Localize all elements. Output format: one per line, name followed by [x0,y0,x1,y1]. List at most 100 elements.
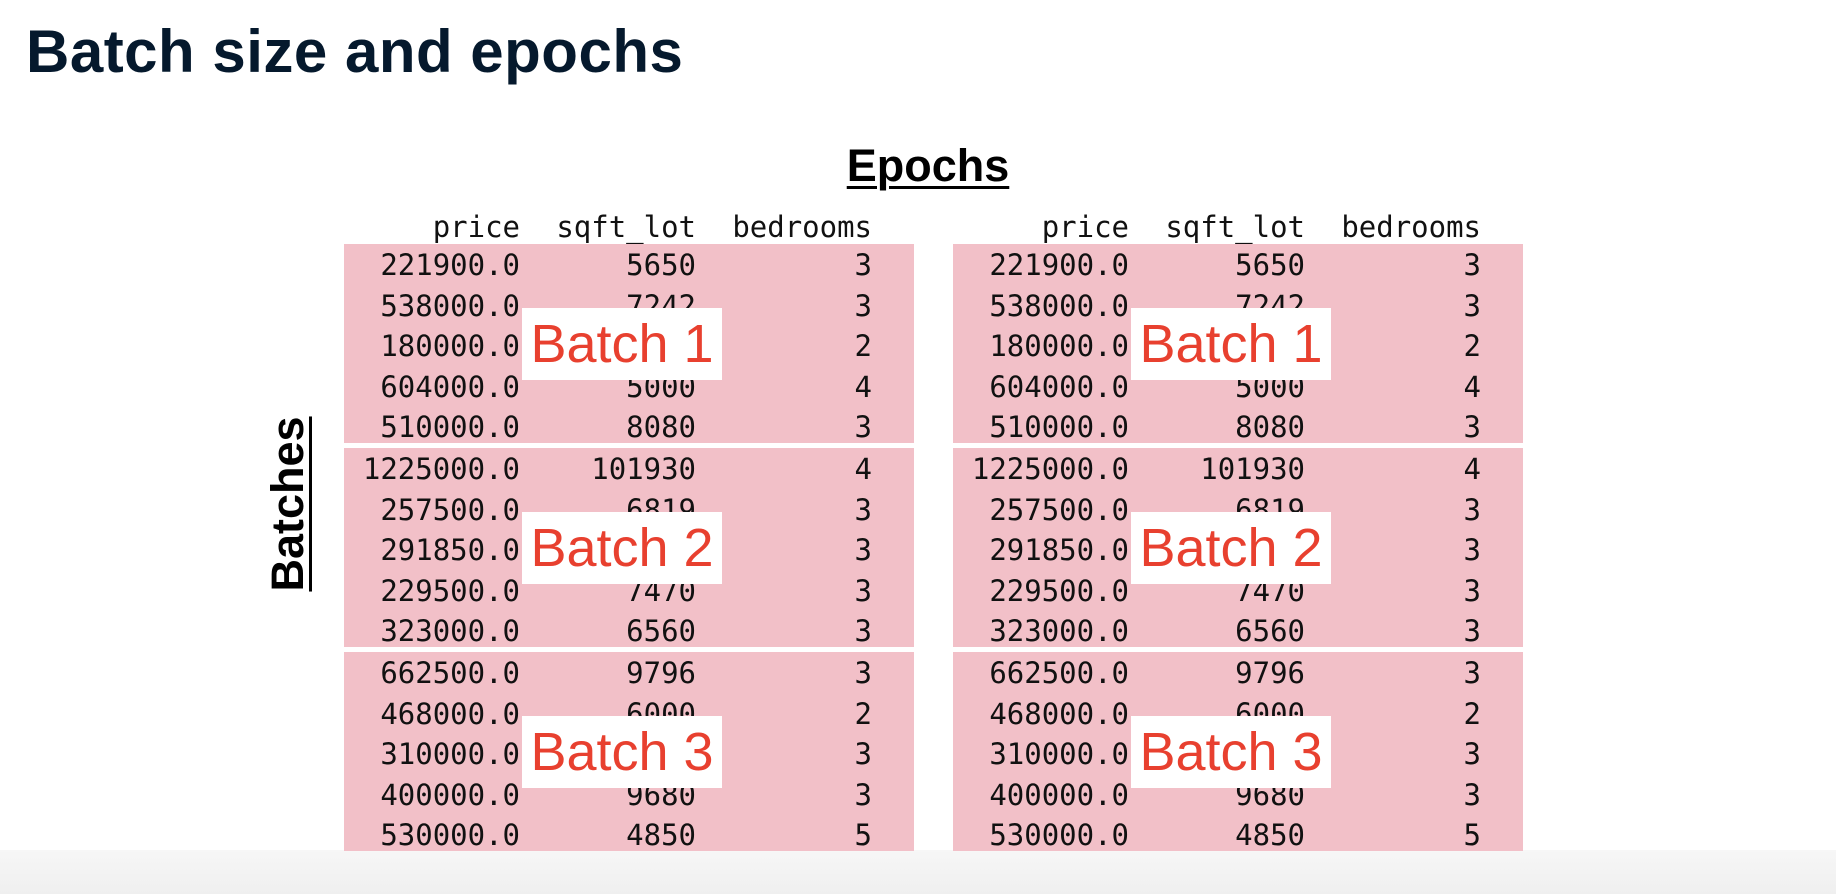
cell-sqft-lot: 6560 [626,614,696,648]
cell-price: 257500.0 [380,492,520,527]
cell-price: 510000.0 [989,410,1129,444]
batch-label-1: Batch 1 [522,308,722,380]
bottom-bar [0,850,1836,894]
cell-bedrooms: 3 [1463,248,1481,282]
batch-label-2: Batch 2 [1131,512,1331,584]
table-row: 662500.0 9796 3 [953,652,1523,693]
cell-price: 180000.0 [989,329,1129,363]
cell-sqft-lot: 9796 [626,656,696,690]
batch-label-1: Batch 1 [1131,308,1331,380]
cell-price: 662500.0 [989,656,1129,690]
table-row: 323000.0 6560 3 [953,610,1523,651]
batch-block-1: 221900.056503538000.072423180000.0100002… [953,244,1523,444]
cell-bedrooms: 3 [1463,533,1481,567]
cell-bedrooms: 2 [1463,696,1481,731]
cell-price: 530000.0 [380,818,520,852]
cell-bedrooms: 3 [854,573,872,608]
cell-price: 604000.0 [380,369,520,404]
cell-price: 538000.0 [380,288,520,323]
column-header-sqft-lot: sqft_lot [1165,210,1305,244]
batch-block-2: 1225000.01019304257500.068193291850.0971… [953,448,1523,648]
cell-price: 221900.0 [380,248,520,282]
cell-price: 468000.0 [380,696,520,731]
cell-bedrooms: 4 [854,369,872,404]
cell-price: 229500.0 [989,573,1129,608]
cell-bedrooms: 3 [1463,656,1481,690]
cell-bedrooms: 3 [854,777,872,812]
batch-block-3: 662500.097963468000.060002310000.0199013… [344,652,914,852]
cell-bedrooms: 3 [1463,777,1481,812]
cell-bedrooms: 2 [854,329,872,363]
cell-bedrooms: 2 [1463,329,1481,363]
table-header: price sqft_lot bedrooms [953,206,1523,244]
cell-price: 530000.0 [989,818,1129,852]
batch-label-3: Batch 3 [522,716,722,788]
cell-bedrooms: 3 [854,614,872,648]
cell-price: 310000.0 [989,737,1129,771]
cell-price: 510000.0 [380,410,520,444]
cell-price: 229500.0 [380,573,520,608]
batch-block-3: 662500.097963468000.060002310000.0199013… [953,652,1523,852]
cell-bedrooms: 4 [1463,369,1481,404]
column-header-bedrooms: bedrooms [732,210,872,244]
cell-price: 257500.0 [989,492,1129,527]
column-header-bedrooms: bedrooms [1341,210,1481,244]
cell-bedrooms: 3 [854,410,872,444]
cell-price: 468000.0 [989,696,1129,731]
cell-bedrooms: 3 [1463,737,1481,771]
cell-sqft-lot: 8080 [1235,410,1305,444]
batch-block-2: 1225000.01019304257500.068193291850.0971… [344,448,914,648]
cell-price: 604000.0 [989,369,1129,404]
cell-price: 400000.0 [989,777,1129,812]
cell-sqft-lot: 101930 [591,452,696,486]
batch-block-1: 221900.056503538000.072423180000.0100002… [344,244,914,444]
cell-sqft-lot: 6560 [1235,614,1305,648]
cell-bedrooms: 5 [1463,818,1481,852]
cell-bedrooms: 3 [854,288,872,323]
cell-price: 538000.0 [989,288,1129,323]
cell-price: 291850.0 [380,533,520,567]
cell-price: 662500.0 [380,656,520,690]
cell-price: 400000.0 [380,777,520,812]
table-row: 221900.0 5650 3 [344,244,914,285]
cell-bedrooms: 2 [854,696,872,731]
cell-bedrooms: 3 [854,533,872,567]
column-header-sqft-lot: sqft_lot [556,210,696,244]
cell-price: 291850.0 [989,533,1129,567]
cell-bedrooms: 3 [854,492,872,527]
cell-price: 323000.0 [989,614,1129,648]
page-title: Batch size and epochs [26,18,684,85]
cell-bedrooms: 3 [854,248,872,282]
cell-bedrooms: 4 [854,452,872,486]
batch-label-2: Batch 2 [522,512,722,584]
cell-sqft-lot: 9796 [1235,656,1305,690]
cell-sqft-lot: 5650 [626,248,696,282]
batch-label-3: Batch 3 [1131,716,1331,788]
cell-bedrooms: 3 [854,737,872,771]
cell-bedrooms: 3 [854,656,872,690]
cell-price: 1225000.0 [362,452,520,486]
column-header-price: price [1041,210,1129,244]
cell-price: 310000.0 [380,737,520,771]
table-row: 1225000.0 101930 4 [344,448,914,489]
batches-label: Batches [262,416,313,592]
cell-price: 1225000.0 [971,452,1129,486]
cell-bedrooms: 3 [1463,288,1481,323]
cell-sqft-lot: 5650 [1235,248,1305,282]
cell-bedrooms: 3 [1463,614,1481,648]
cell-bedrooms: 4 [1463,452,1481,486]
cell-sqft-lot: 4850 [626,818,696,852]
